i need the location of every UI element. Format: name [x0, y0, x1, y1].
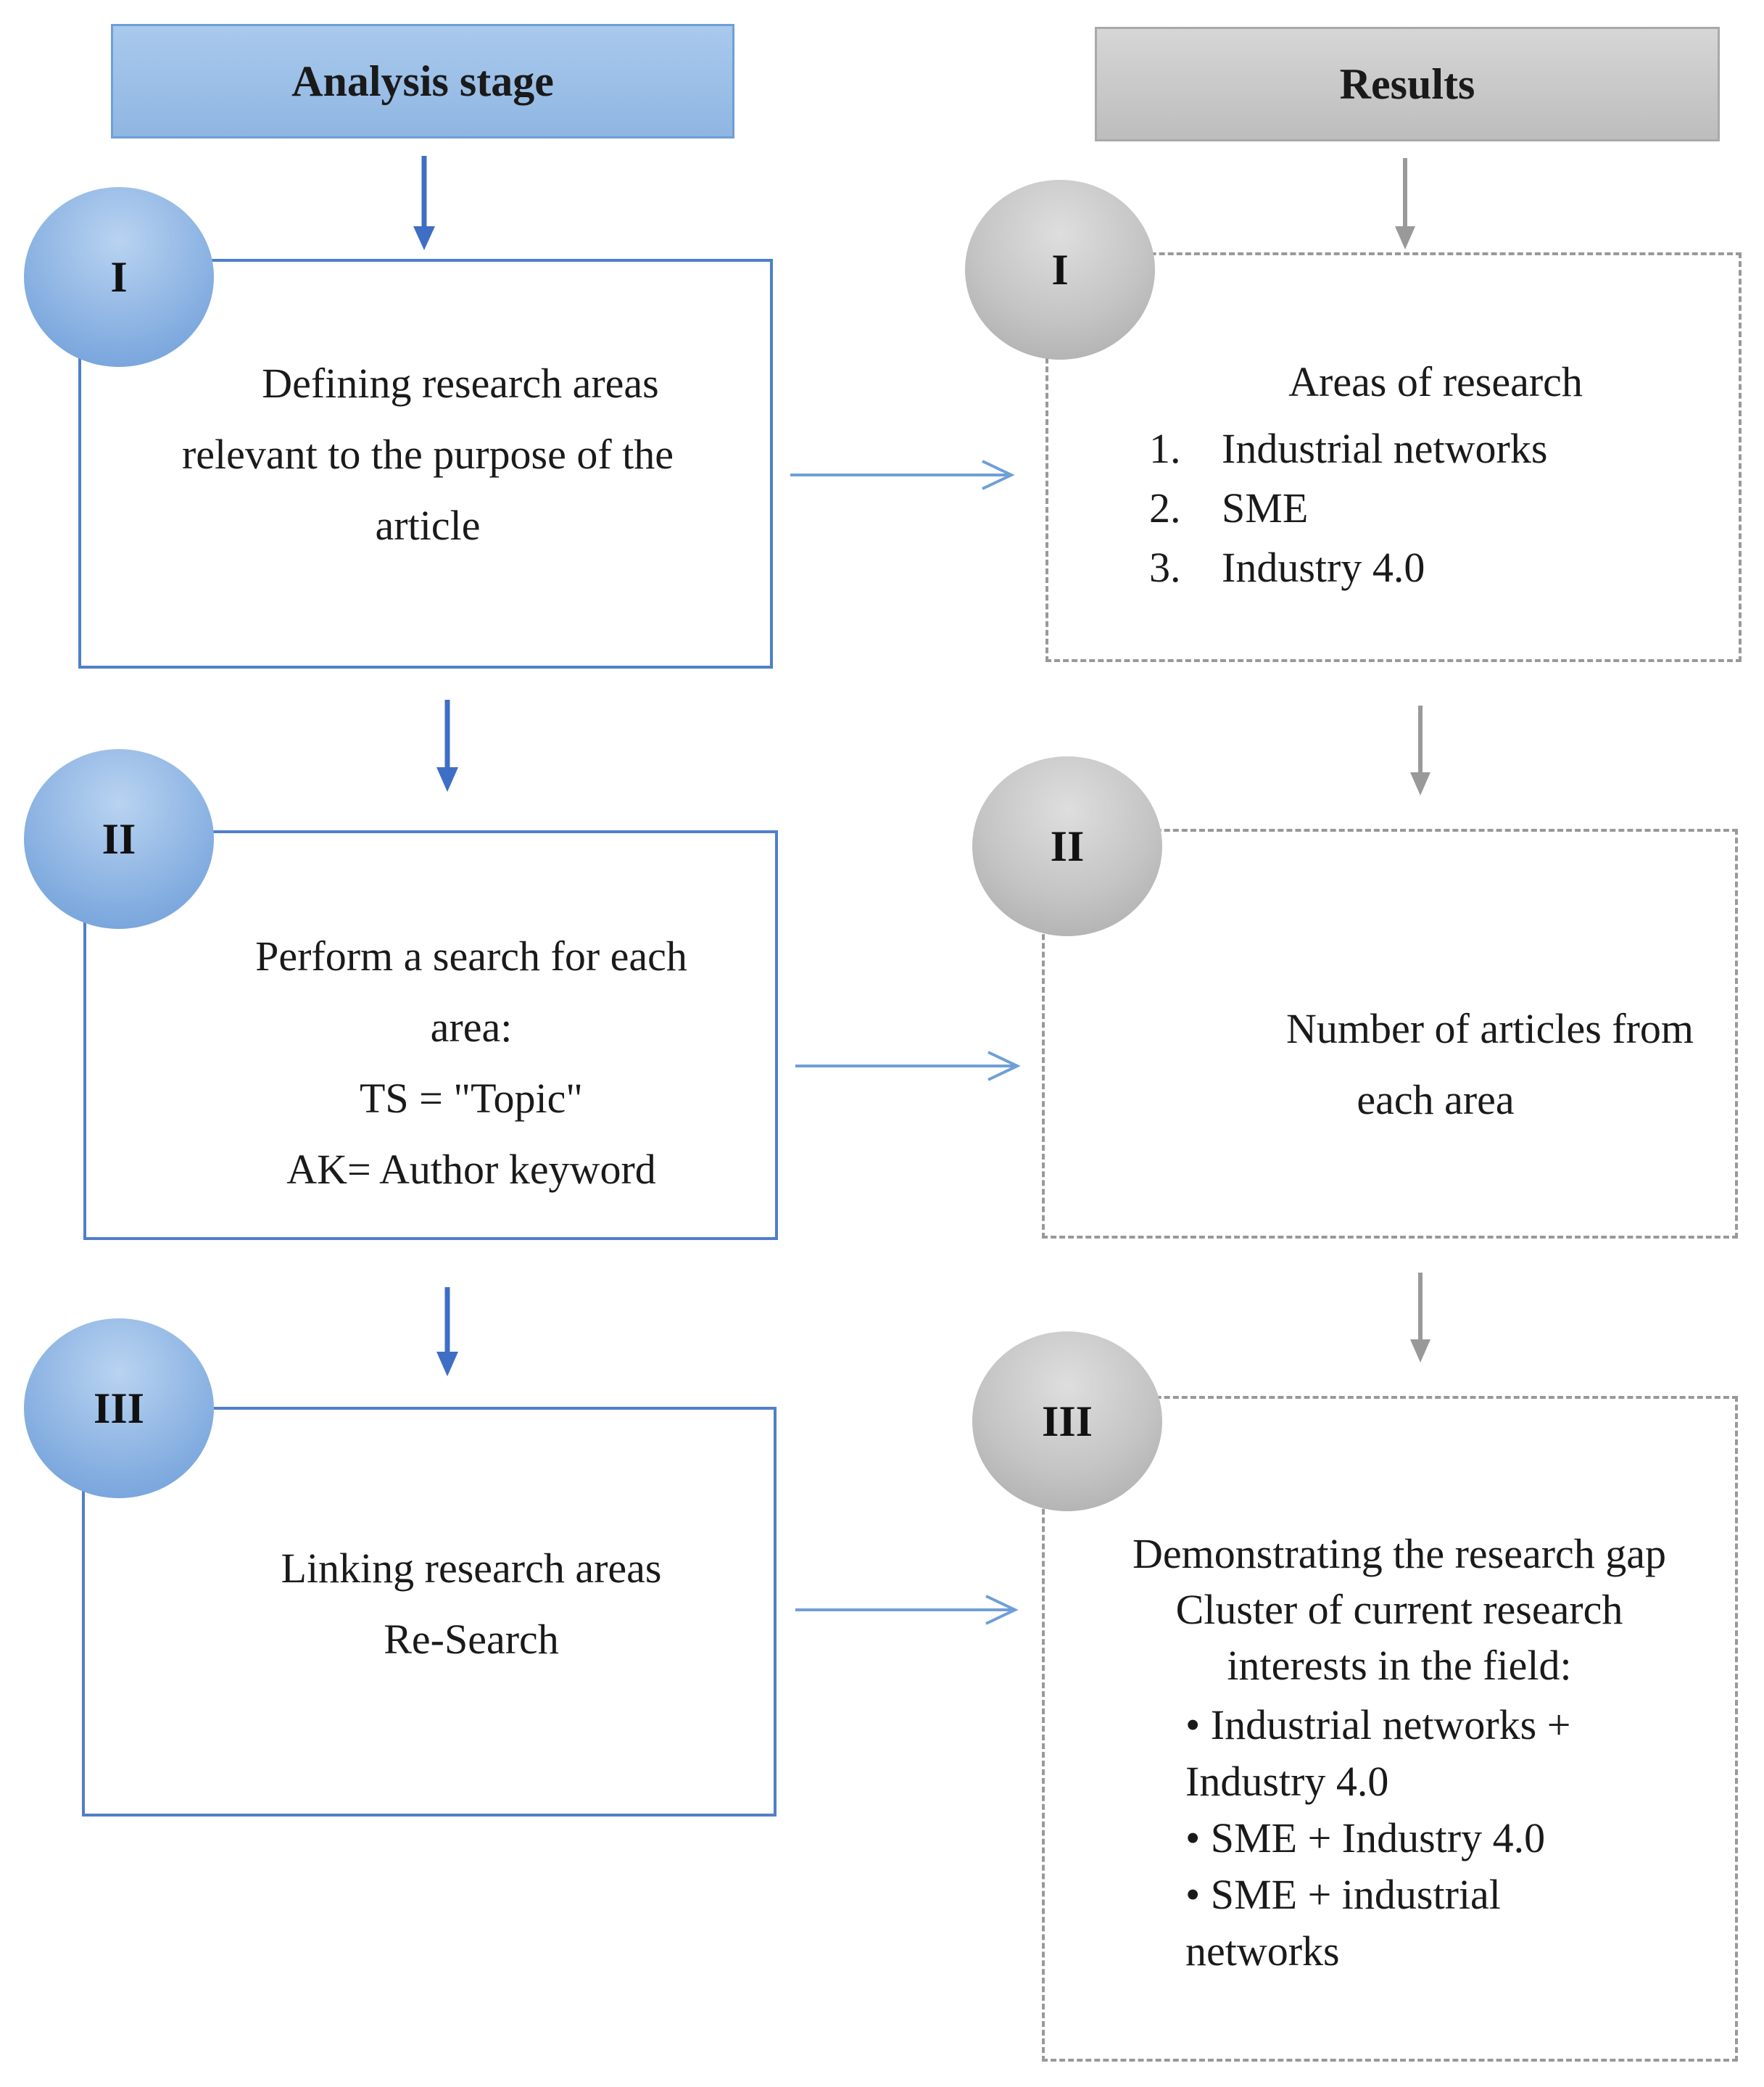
results-down-arrow-1 [1395, 158, 1415, 249]
connector-arrow-1 [790, 460, 1015, 490]
results-down-arrow-2 [1410, 706, 1430, 795]
results-step-1-list: 1.Industrial networks 2.SME 3.Industry 4… [1149, 419, 1547, 598]
analysis-box-1 [78, 259, 773, 669]
results-step-3-bullets: • Industrial networks + Industry 4.0 • S… [1185, 1697, 1570, 1980]
results-down-arrow-3 [1410, 1273, 1430, 1363]
analysis-step-2-badge: II [24, 749, 214, 929]
connector-arrow-3 [795, 1595, 1019, 1625]
results-step-2-badge: II [972, 756, 1162, 936]
bullet-item: • Industrial networks + Industry 4.0 [1185, 1701, 1571, 1805]
analysis-step-2-text: Perform a search for each area: TS = "To… [255, 933, 687, 1193]
connector-arrow-2 [795, 1051, 1021, 1081]
results-box-3 [1042, 1396, 1738, 2062]
list-item: 2.SME [1149, 484, 1309, 532]
results-box-2 [1042, 829, 1738, 1239]
analysis-step-3-badge: III [24, 1318, 214, 1498]
bullet-item: • SME + industrial networks [1185, 1871, 1501, 1975]
analysis-down-arrow-3 [436, 1287, 458, 1376]
results-step-1-title: Areas of research [1288, 358, 1583, 405]
results-step-3-badge: III [972, 1331, 1162, 1511]
results-header: Results [1095, 27, 1720, 141]
results-step-3-text: Demonstrating the research gap Cluster o… [1132, 1530, 1666, 1689]
analysis-step-1-badge: I [24, 187, 214, 367]
results-step-2-text: Number of articles from each area [1285, 1005, 1694, 1123]
list-item: 1.Industrial networks [1149, 425, 1548, 472]
analysis-box-2 [83, 830, 778, 1240]
results-step-1-badge: I [965, 180, 1155, 360]
analysis-step-3-text: Linking research areas Re-Search [281, 1545, 662, 1663]
analysis-down-arrow-1 [413, 156, 435, 250]
list-item: 3.Industry 4.0 [1149, 544, 1425, 591]
analysis-step-1-text: Defining research areas relevant to the … [181, 360, 674, 549]
results-box-1 [1045, 252, 1742, 662]
analysis-box-3 [82, 1407, 777, 1817]
bullet-item: • SME + Industry 4.0 [1185, 1814, 1546, 1861]
analysis-stage-header: Analysis stage [111, 24, 734, 139]
analysis-down-arrow-2 [436, 700, 458, 792]
